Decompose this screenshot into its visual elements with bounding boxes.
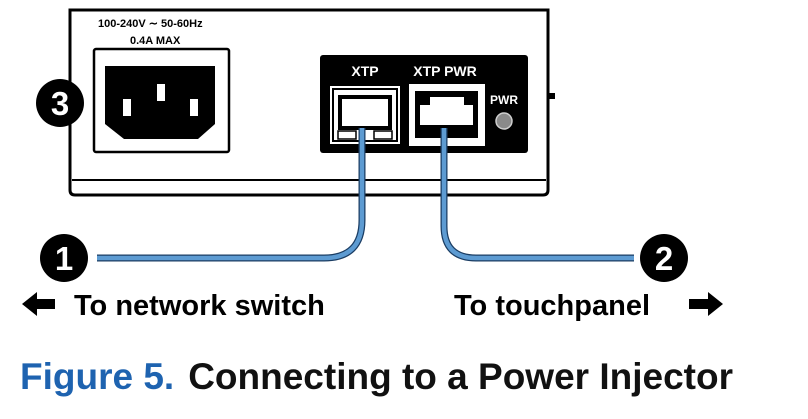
pwr-led-label: PWR: [490, 93, 518, 107]
port-xtp-pwr-label: XTP PWR: [413, 63, 477, 79]
svg-text:3: 3: [51, 85, 69, 122]
svg-text:2: 2: [655, 240, 673, 277]
network-cable: [97, 128, 366, 262]
right-arrow-icon: [689, 292, 723, 316]
figure-number: Figure 5.: [20, 356, 175, 397]
ac-power-inlet: [92, 47, 231, 154]
voltage-rating: 100-240V ∼ 50-60Hz: [98, 18, 203, 30]
xtp-port[interactable]: [328, 84, 402, 146]
network-switch-label: To network switch: [74, 290, 325, 322]
callout-2: 2: [640, 234, 688, 282]
touchpanel-cable: [440, 128, 634, 262]
touchpanel-label: To touchpanel: [454, 290, 650, 322]
svg-text:1: 1: [55, 240, 73, 277]
port-xtp-label: XTP: [351, 63, 378, 79]
figure-caption: Figure 5. Connecting to a Power Injector: [20, 356, 733, 398]
figure-title: Connecting to a Power Injector: [188, 356, 733, 397]
current-rating: 0.4A MAX: [130, 35, 181, 47]
callout-3: 3: [36, 79, 84, 127]
callout-1: 1: [40, 234, 88, 282]
pwr-led: [495, 112, 513, 130]
left-arrow-icon: [22, 292, 55, 316]
